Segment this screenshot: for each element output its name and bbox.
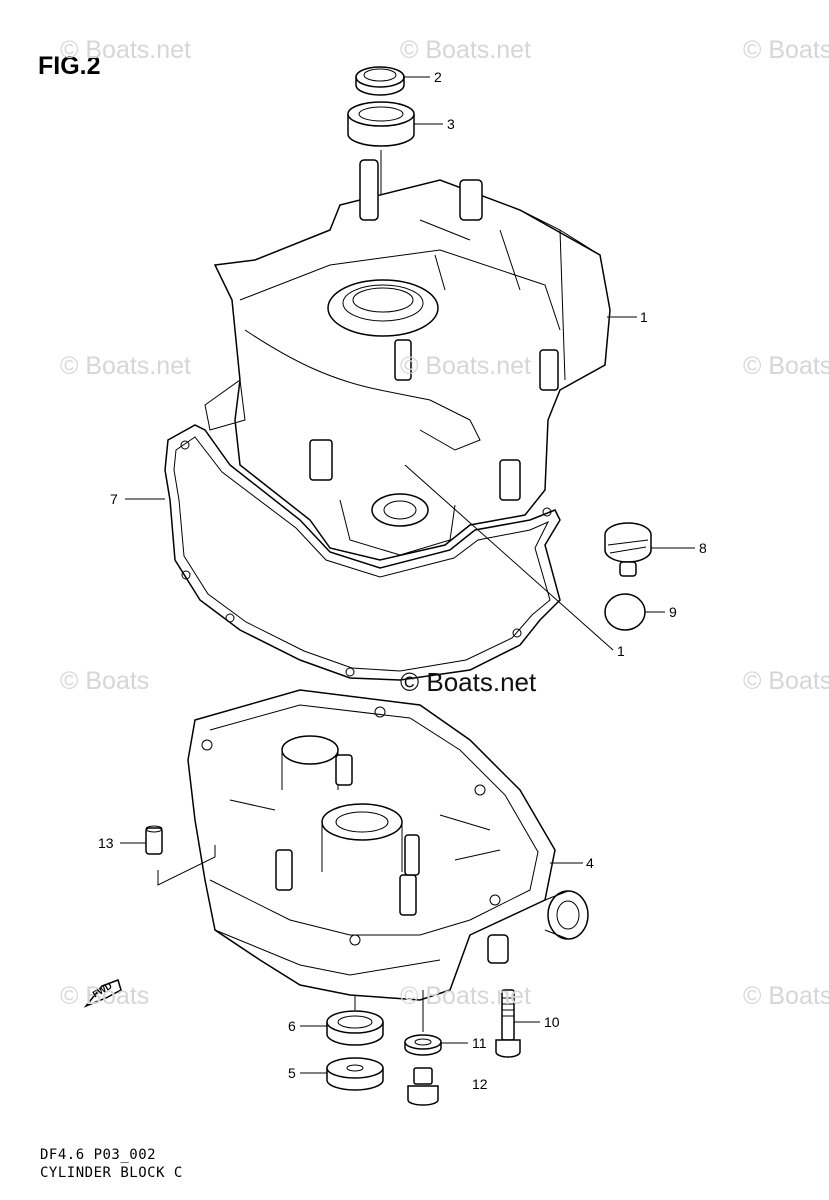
watermark: © Boats.net (743, 982, 829, 1010)
watermark: © Boats.net (400, 352, 531, 380)
figure-title: FIG.2 (38, 52, 101, 80)
callout-1-lower[interactable]: 1 (617, 643, 625, 659)
watermark: © Boats.net (400, 982, 531, 1010)
callout-5[interactable]: 5 (288, 1065, 296, 1081)
watermark: © Boats (60, 667, 150, 695)
part-13-dowel-pin[interactable] (145, 825, 163, 855)
watermark: © Boats.net (60, 352, 191, 380)
callout-7[interactable]: 7 (110, 491, 118, 507)
part-4-crankcase[interactable] (187, 689, 589, 1001)
watermark: © Boats.net (400, 36, 531, 64)
part-11-washer[interactable] (404, 1034, 442, 1056)
callout-12[interactable]: 12 (472, 1076, 488, 1092)
callout-9[interactable]: 9 (669, 604, 677, 620)
diagram-caption: CYLINDER BLOCK C (40, 1165, 183, 1181)
part-2-seal[interactable] (355, 66, 405, 96)
part-1-cylinder-block[interactable] (204, 159, 611, 561)
callout-2[interactable]: 2 (434, 69, 442, 85)
part-3-oil-seal[interactable] (347, 101, 415, 147)
callout-10[interactable]: 10 (544, 1014, 560, 1030)
part-12-drain-plug[interactable] (407, 1067, 439, 1106)
watermark: © Boats (60, 982, 150, 1010)
part-8-plug[interactable] (604, 522, 652, 577)
callout-3[interactable]: 3 (447, 116, 455, 132)
leader-lines (120, 76, 695, 1074)
callout-4[interactable]: 4 (586, 855, 594, 871)
direction-arrow-icon (83, 979, 122, 1008)
diagram-code: DF4.6 P03_002 (40, 1147, 157, 1163)
part-6-seal[interactable] (326, 1010, 384, 1046)
part-7-gasket[interactable] (164, 424, 561, 681)
watermark: © Boats.net (60, 36, 191, 64)
part-5-cap[interactable] (326, 1057, 384, 1091)
callout-8[interactable]: 8 (699, 540, 707, 556)
watermark: © Boats.net (743, 352, 829, 380)
part-9-o-ring[interactable] (604, 593, 646, 631)
callout-1[interactable]: 1 (640, 309, 648, 325)
watermark: © Boats (743, 36, 829, 64)
callout-6[interactable]: 6 (288, 1018, 296, 1034)
part-10-bolt[interactable] (495, 989, 521, 1058)
watermark-main: © Boats.net (400, 667, 537, 697)
callout-13[interactable]: 13 (98, 835, 114, 851)
watermark: © Boats.net (743, 667, 829, 695)
callout-11[interactable]: 11 (472, 1035, 487, 1051)
